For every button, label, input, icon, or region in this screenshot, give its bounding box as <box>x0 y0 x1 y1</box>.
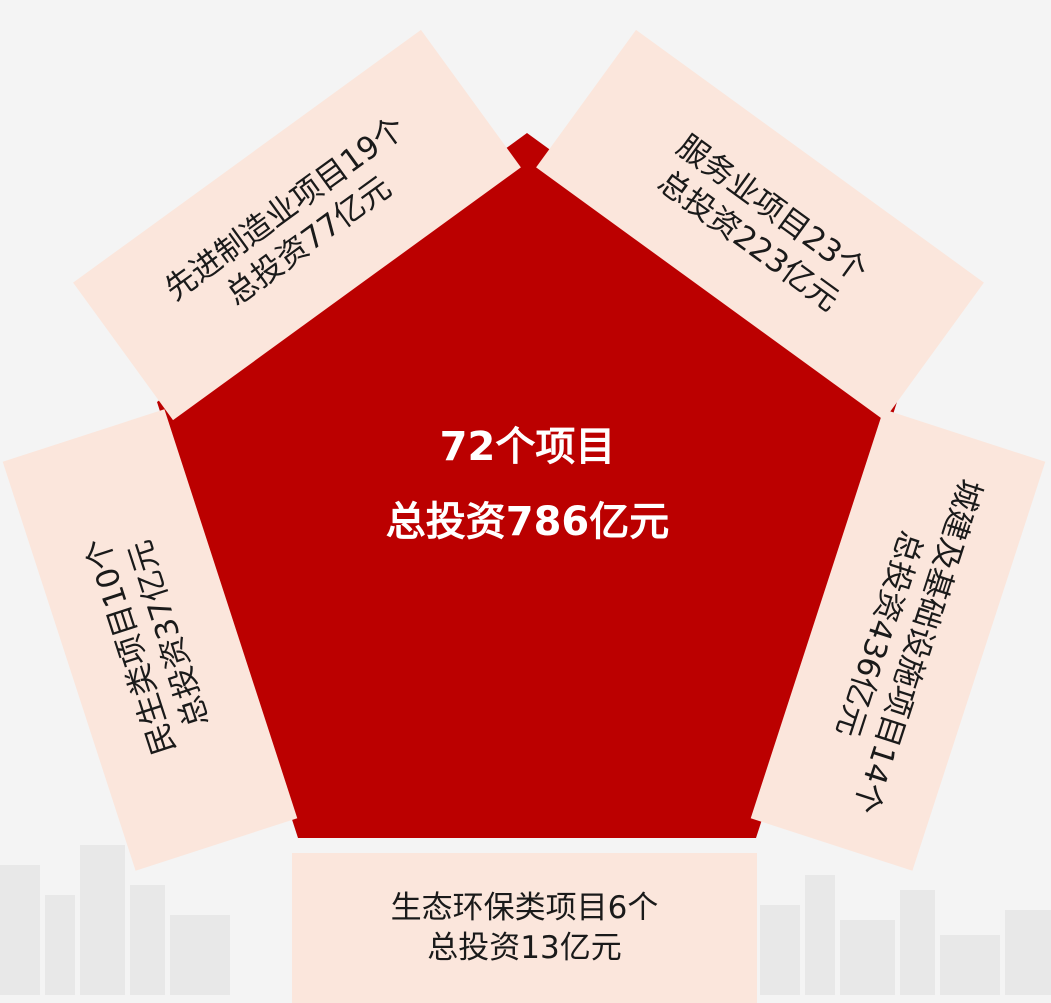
category-panel-eco-environmental: 生态环保类项目6个 总投资13亿元 <box>292 853 757 1003</box>
city-skyline-decoration <box>0 845 1051 995</box>
center-summary: 72个项目 总投资786亿元 <box>330 410 725 560</box>
category-count-text: 生态环保类项目6个 <box>390 889 659 926</box>
total-projects-text: 72个项目 <box>439 424 616 470</box>
category-investment-text: 总投资13亿元 <box>427 930 622 966</box>
category-label: 民生类项目10个 总投资37亿元 <box>77 520 223 760</box>
category-label: 生态环保类项目6个 总投资13亿元 <box>391 888 659 969</box>
center-pentagon <box>157 133 897 838</box>
total-investment-text: 总投资786亿元 <box>385 499 670 545</box>
